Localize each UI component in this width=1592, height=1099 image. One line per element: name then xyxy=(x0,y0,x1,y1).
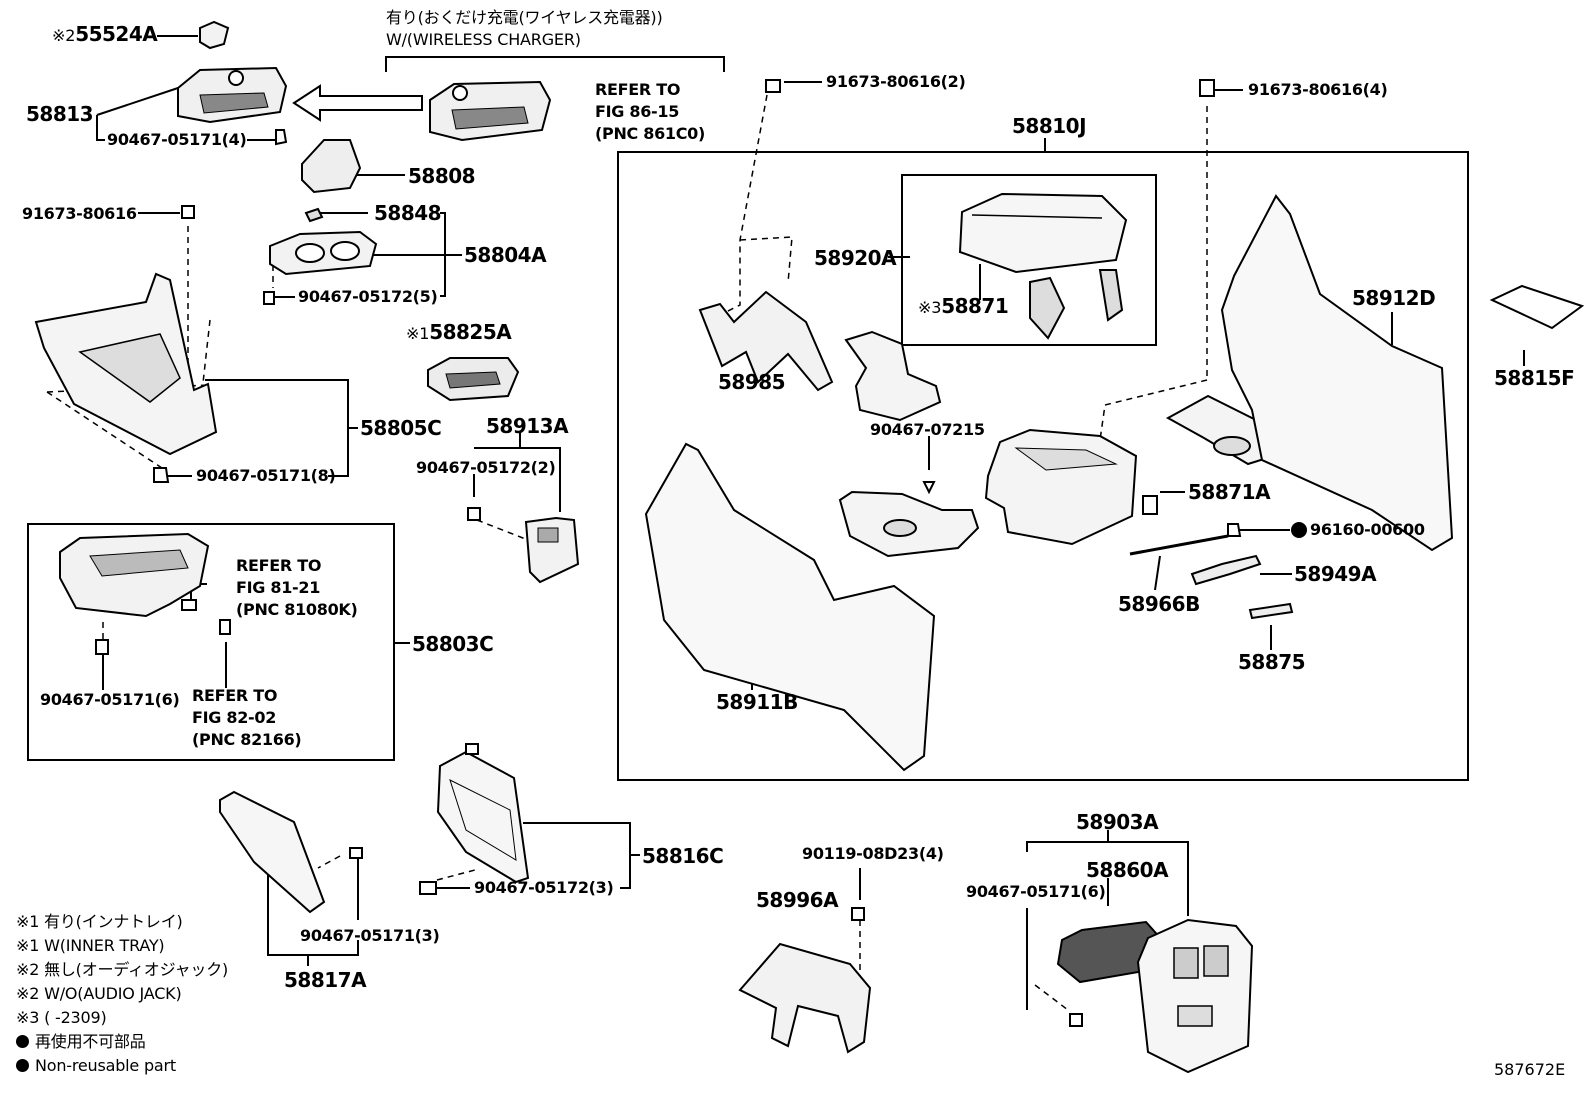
ref2-line2: FIG 81-21 xyxy=(236,578,321,597)
part-58911B-sketch xyxy=(644,442,936,772)
ref1-line3: (PNC 861C0) xyxy=(595,124,706,143)
label-58911B: 58911B xyxy=(716,690,798,714)
label-91673-80616-2: 91673-80616(2) xyxy=(826,72,966,91)
duct-left-sketch xyxy=(844,330,942,422)
label-58875: 58875 xyxy=(1238,650,1306,674)
part-58912D-sketch xyxy=(1220,194,1454,552)
wireless-bracket xyxy=(385,56,725,72)
part-58985-sketch xyxy=(698,290,834,392)
part-58903A-sketch xyxy=(1136,918,1254,1074)
label-90467-05171-3: 90467-05171(3) xyxy=(300,926,440,945)
label-55524A: ※255524A xyxy=(52,22,158,46)
legend-line-7: Non-reusable part xyxy=(16,1058,176,1074)
armrest-subframe xyxy=(901,174,1157,346)
label-58810J: 58810J xyxy=(1012,114,1087,138)
figure-code: 587672E xyxy=(1494,1060,1566,1079)
label-90467-07215: 90467-07215 xyxy=(870,420,985,439)
label-58871: ※358871 xyxy=(918,294,1009,318)
label-58860A: 58860A xyxy=(1086,858,1169,882)
part-58817A-sketch xyxy=(219,790,326,914)
label-90119-08D23-4: 90119-08D23(4) xyxy=(802,844,944,863)
ref2-line3: (PNC 81080K) xyxy=(236,600,358,619)
label-58804A: 58804A xyxy=(464,243,547,267)
label-58817A: 58817A xyxy=(284,968,367,992)
label-58825A: ※158825A xyxy=(406,320,512,344)
label-58803C: 58803C xyxy=(412,632,494,656)
label-58985: 58985 xyxy=(718,370,786,394)
label-58913A: 58913A xyxy=(486,414,569,438)
legend-line-2: ※1 W(INNER TRAY) xyxy=(16,936,165,955)
label-58805C: 58805C xyxy=(360,416,442,440)
wireless-charger-label-jp: 有り(おくだけ充電(ワイヤレス充電器)) xyxy=(386,8,663,27)
label-96160-00600: 96160-00600 xyxy=(1310,520,1425,539)
label-58996A: 58996A xyxy=(756,888,839,912)
legend-line-3: ※2 無し(オーディオジャック) xyxy=(16,960,229,979)
part-55524A-sketch xyxy=(199,20,230,50)
left-arrow-icon xyxy=(292,84,423,122)
label-58813: 58813 xyxy=(26,102,94,126)
label-90467-05171-4: 90467-05171(4) xyxy=(107,130,247,149)
label-58815F: 58815F xyxy=(1494,366,1575,390)
part-58920A-sketch xyxy=(958,192,1128,274)
ref1-line1: REFER TO xyxy=(595,80,681,99)
label-58920A: 58920A xyxy=(814,246,897,270)
label-58871A: 58871A xyxy=(1188,480,1271,504)
legend-line-1: ※1 有り(インナトレイ) xyxy=(16,912,183,931)
part-58808-sketch xyxy=(301,139,362,194)
label-90467-05172-3: 90467-05172(3) xyxy=(474,878,614,897)
non-reusable-dot-icon xyxy=(1291,522,1307,538)
label-58808: 58808 xyxy=(408,164,476,188)
label-58848: 58848 xyxy=(374,201,442,225)
part-58815F-sketch xyxy=(1489,284,1585,330)
label-58949A: 58949A xyxy=(1294,562,1377,586)
ref3-line2: FIG 82-02 xyxy=(192,708,277,727)
label-90467-05171-6b: 90467-05171(6) xyxy=(966,882,1106,901)
ref3-line1: REFER TO xyxy=(192,686,278,705)
assembly-58810J-frame xyxy=(617,151,1469,781)
ref2-line1: REFER TO xyxy=(236,556,322,575)
ref1-line2: FIG 86-15 xyxy=(595,102,680,121)
label-90467-05172-5: 90467-05172(5) xyxy=(298,287,438,306)
legend-line-4: ※2 W/O(AUDIO JACK) xyxy=(16,984,182,1003)
label-90467-05171-8: 90467-05171(8) xyxy=(196,466,336,485)
label-58966B: 58966B xyxy=(1118,592,1200,616)
legend-line-6: 再使用不可部品 xyxy=(16,1034,146,1050)
legend-line-5: ※3 ( -2309) xyxy=(16,1008,107,1027)
label-91673-80616: 91673-80616 xyxy=(22,204,137,223)
wireless-charger-label-en: W/(WIRELESS CHARGER) xyxy=(386,30,581,49)
ref3-line3: (PNC 82166) xyxy=(192,730,302,749)
bullet-dot-icon xyxy=(16,1035,29,1048)
bullet-dot-icon xyxy=(16,1059,29,1072)
part-58996A-sketch xyxy=(738,942,872,1054)
part-58816C-sketch xyxy=(436,750,530,884)
label-58912D: 58912D xyxy=(1352,286,1436,310)
label-58816C: 58816C xyxy=(642,844,724,868)
console-box-sketch xyxy=(984,428,1138,546)
label-58903A: 58903A xyxy=(1076,810,1159,834)
label-91673-80616-4: 91673-80616(4) xyxy=(1248,80,1388,99)
label-90467-05171-6a: 90467-05171(6) xyxy=(40,690,180,709)
label-90467-05172-2: 90467-05172(2) xyxy=(416,458,556,477)
